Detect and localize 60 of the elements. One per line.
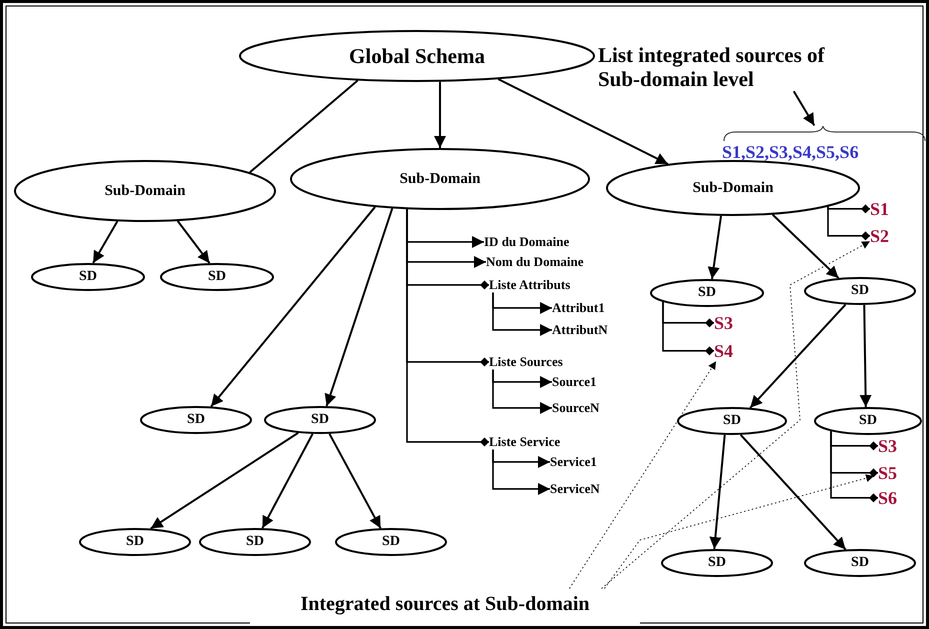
node-label: S6 (878, 488, 898, 508)
ellipse-node: Sub-Domain (606, 160, 860, 216)
node-label: S1,S2,S3,S4,S5,S6 (722, 142, 860, 162)
arrow (498, 78, 668, 165)
node-label: S2 (870, 226, 890, 246)
node-label: AttributN (552, 322, 608, 338)
ellipse-node: SD (650, 279, 764, 307)
annotation-text: List integrated sources of Sub-domain level (598, 43, 826, 92)
dotted-arrow (569, 360, 716, 589)
node-label: Attribut1 (552, 300, 605, 316)
node-label: ID du Domaine (484, 234, 570, 250)
arrow (92, 220, 118, 264)
ellipse-node: SD (31, 263, 145, 291)
arrow (772, 214, 840, 279)
ellipse-node: SD (199, 528, 311, 556)
ellipse-node: Global Schema (239, 30, 595, 82)
arrow (176, 220, 210, 264)
arrow (492, 449, 550, 495)
arrow (740, 434, 846, 550)
dotted-arrow (604, 474, 874, 589)
ellipse-node: Sub-Domain (14, 160, 276, 222)
node-label: ServiceN (550, 482, 600, 496)
arrow (749, 304, 846, 408)
arrow (709, 434, 726, 550)
arrow (210, 206, 376, 408)
arrow (792, 90, 816, 126)
ellipse-node: Sub-Domain (290, 148, 590, 210)
node-label: S1 (870, 198, 890, 220)
ellipse-node: SD (804, 549, 916, 577)
arrow (328, 433, 382, 529)
node-label: Liste Sources (489, 354, 563, 370)
ellipse-node: SD (335, 528, 447, 556)
node-label: Liste Service (489, 434, 560, 450)
dotted-arrow (601, 240, 870, 589)
connector-line (249, 80, 358, 174)
node-label: S3 (878, 436, 898, 456)
ellipse-node: SD (661, 549, 773, 577)
ellipse-node: SD (814, 407, 922, 435)
node-label: Source1 (552, 374, 597, 390)
ellipse-node: SD (160, 263, 274, 291)
arrow (324, 208, 394, 406)
node-label: Liste Attributs (489, 278, 570, 292)
arrow (492, 369, 552, 414)
node-label: SourceN (552, 400, 600, 416)
arrow (860, 304, 872, 408)
ellipse-node: SD (804, 277, 916, 305)
arrow (150, 432, 299, 530)
node-label: Service1 (550, 454, 597, 470)
arrow (434, 82, 446, 148)
ellipse-node: SD (79, 528, 191, 556)
node-label: S4 (714, 340, 734, 362)
arrow (492, 292, 552, 336)
ellipse-node: SD (140, 406, 252, 434)
node-label: S5 (878, 462, 898, 484)
ellipse-node: SD (264, 406, 376, 434)
node-label: S3 (714, 312, 734, 334)
arrow (262, 433, 314, 529)
arrow (708, 216, 722, 280)
node-label: Nom du Domaine (486, 254, 584, 270)
ellipse-node: SD (677, 407, 787, 435)
